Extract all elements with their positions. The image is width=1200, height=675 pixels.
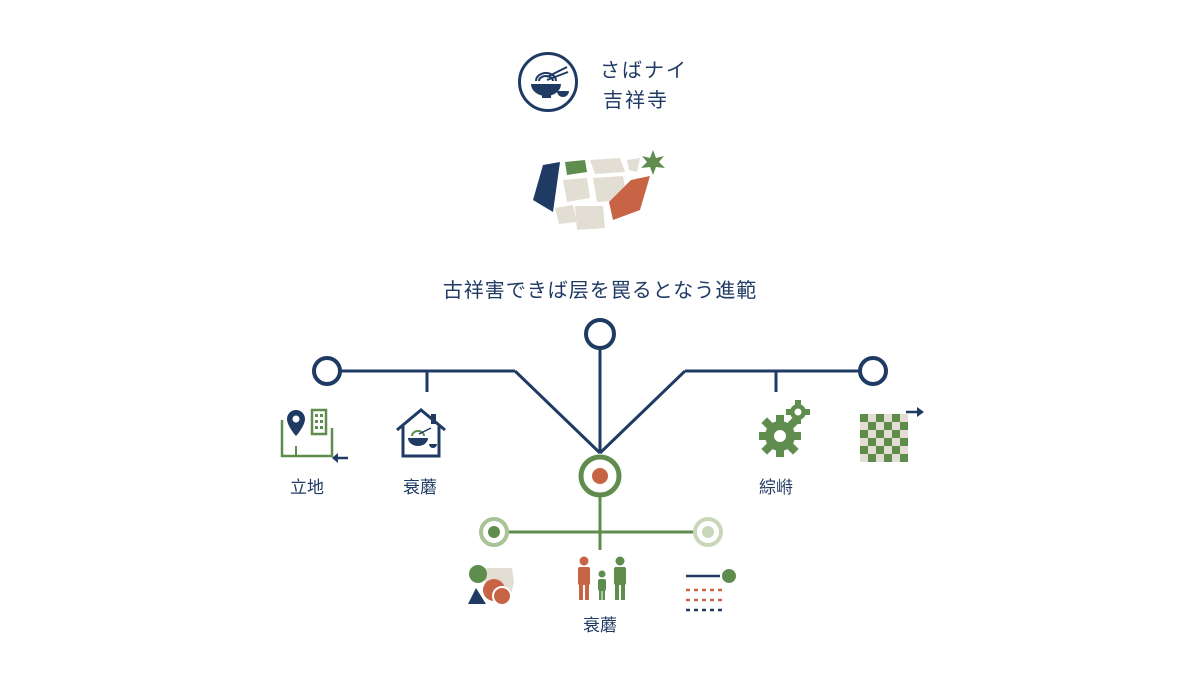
branch-label-management: 綜崻 xyxy=(759,478,793,498)
branch-label-store: 衰蘑 xyxy=(403,478,437,498)
family-icon xyxy=(578,556,626,600)
node-right xyxy=(858,356,888,386)
dashed-lines-icon xyxy=(686,569,736,612)
gears-icon xyxy=(759,400,810,457)
brand-name: さばナイ xyxy=(600,58,688,82)
node-left xyxy=(312,356,342,386)
brand-location: 吉祥寺 xyxy=(603,88,669,112)
logo-circle xyxy=(518,52,578,112)
location-building-icon xyxy=(280,408,348,463)
circles-cluster-icon xyxy=(468,565,514,606)
noodle-bowl-icon xyxy=(531,66,569,98)
node-top xyxy=(584,318,616,350)
sub-branch-label-family: 衰蘑 xyxy=(583,616,617,636)
headline: 古祥害できば层を罠るとなう進範 xyxy=(442,278,758,302)
branch-label-location: 立地 xyxy=(290,478,324,498)
stone-map-icon xyxy=(533,150,665,230)
house-bowl-icon xyxy=(396,408,446,458)
checkerboard-arrow-icon xyxy=(860,407,924,462)
